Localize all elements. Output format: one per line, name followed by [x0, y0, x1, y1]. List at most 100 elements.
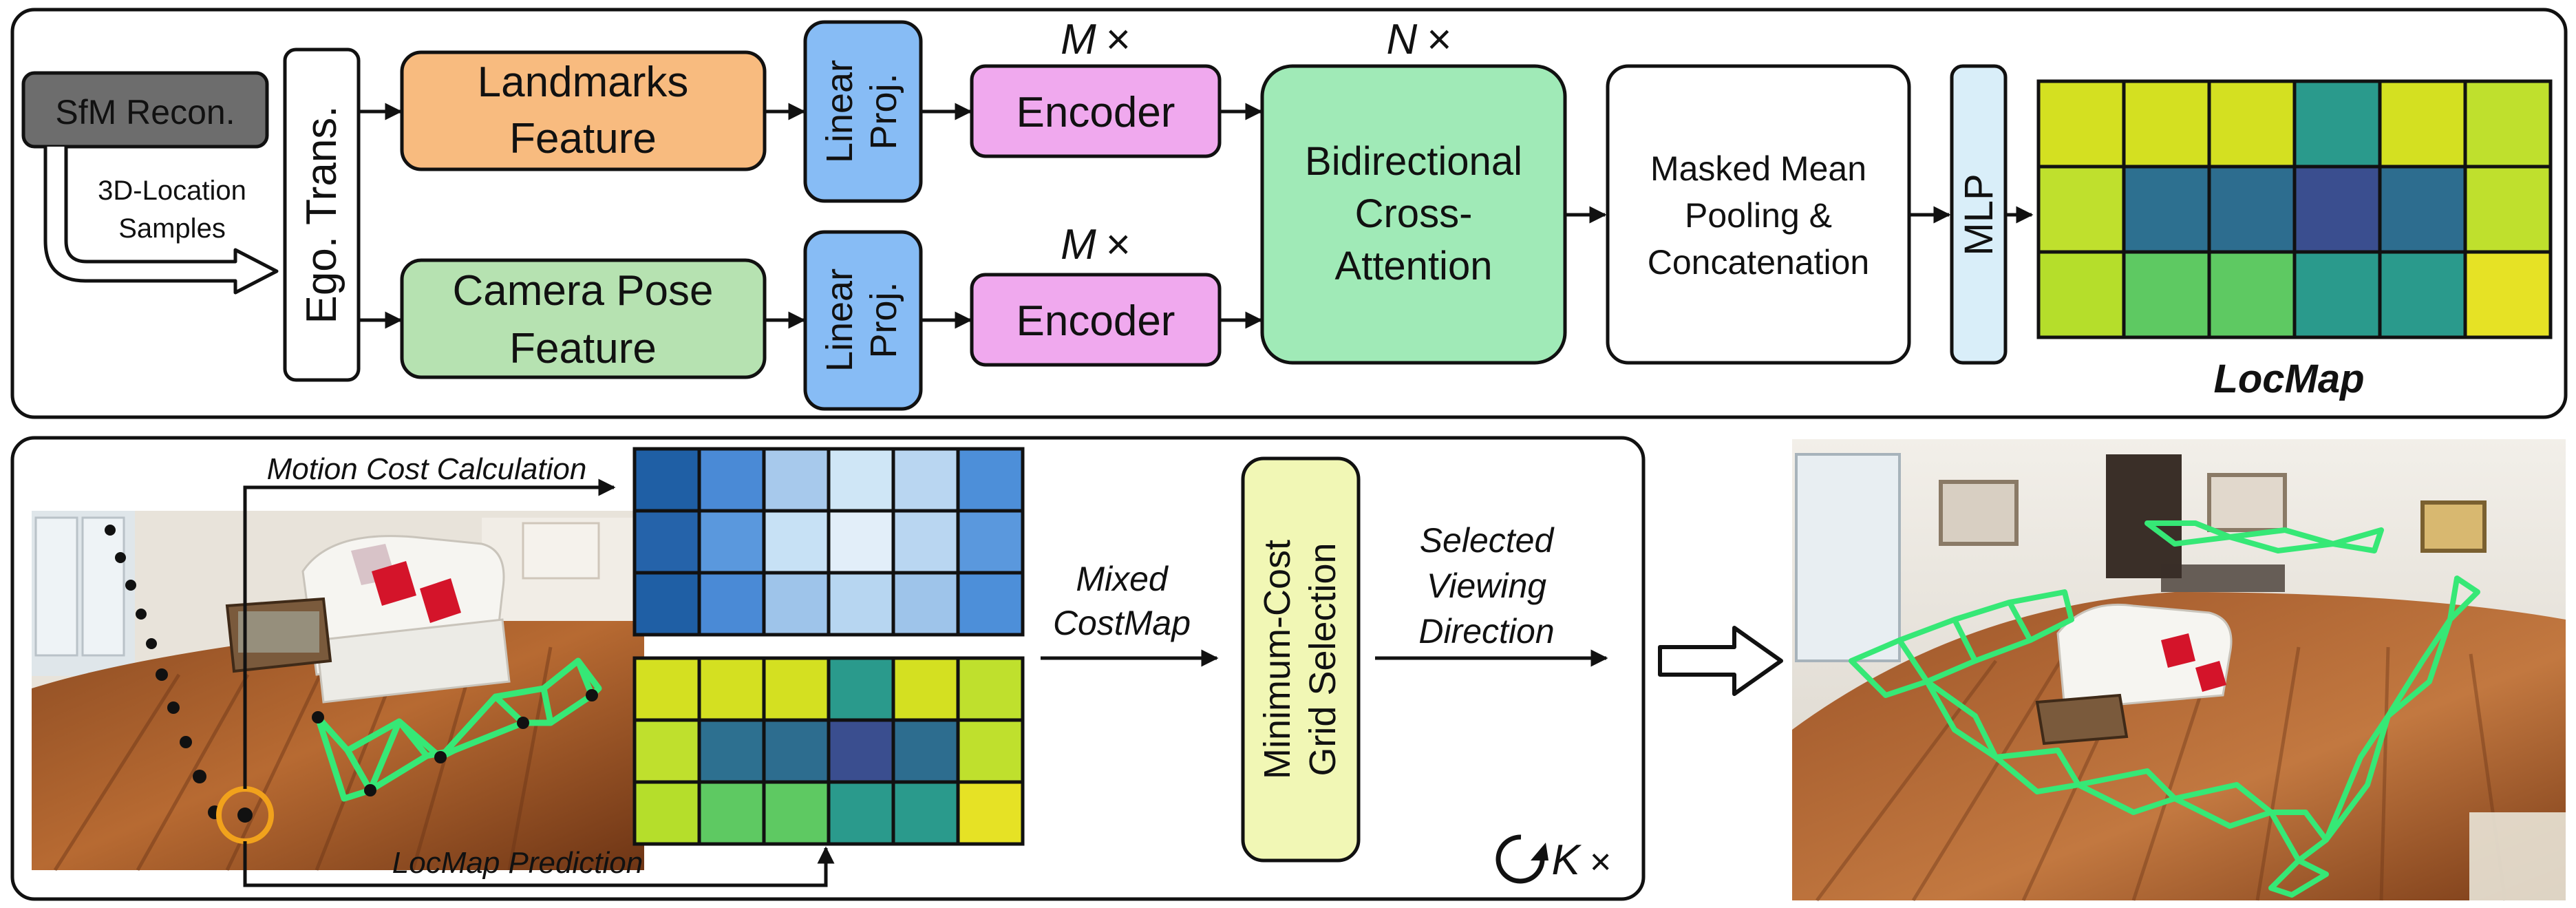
scene-photo-right: [1792, 439, 2566, 902]
locmap-output-cell: [2122, 250, 2211, 339]
motion-cost-cell: [632, 509, 701, 575]
mlp-label: MLP: [1957, 173, 2001, 255]
motion-cost-cell: [956, 509, 1025, 575]
locmap-output-cell: [2036, 250, 2126, 339]
locmap-output-cell: [2463, 79, 2553, 169]
locmap-prediction-cell: [632, 718, 701, 784]
motion-cost-grid: [632, 447, 1025, 637]
motion-cost-cell: [891, 509, 960, 575]
motion-cost-cell: [827, 571, 895, 637]
motion-cost-cell: [762, 571, 831, 637]
mixed-costmap-label-2: CostMap: [1053, 604, 1191, 642]
motion-cost-cell: [762, 509, 831, 575]
bca-label-1: Bidirectional: [1305, 139, 1522, 184]
linear-bottom-label-1: Linear: [819, 268, 860, 372]
selected-label-2: Viewing: [1427, 567, 1546, 605]
locmap-output-cell: [2463, 250, 2553, 339]
n-times: N×: [1387, 16, 1452, 63]
locmap-prediction-cell: [697, 656, 766, 722]
camera-trajectory-right: [1849, 520, 2480, 898]
ego-trans-box: [283, 47, 361, 382]
locmap-prediction-cell: [762, 656, 831, 722]
selected-label-1: Selected: [1420, 521, 1555, 560]
loop-icon: [1495, 834, 1545, 884]
bca-label-3: Attention: [1335, 244, 1493, 288]
linear-bottom-label-2: Proj.: [863, 282, 904, 358]
motion-cost-cell: [827, 509, 895, 575]
m-times-top: M×: [1061, 16, 1131, 63]
locmap-output-cell: [2292, 165, 2382, 254]
minimum-cost-grid-selection-box: [1241, 456, 1361, 863]
motion-cost-label: Motion Cost Calculation: [267, 452, 587, 486]
current-position-dot: [237, 807, 253, 823]
locmap-prediction-cell: [762, 780, 831, 846]
locmap-output-cell: [2036, 79, 2126, 169]
landmarks-label-1: Landmarks: [478, 59, 689, 106]
motion-cost-cell: [891, 571, 960, 637]
motion-cost-connector: [243, 478, 616, 789]
motion-cost-cell: [697, 571, 766, 637]
locmap-output-grid: [2036, 79, 2553, 339]
sfm-recon-label: SfM Recon.: [55, 93, 235, 131]
camera-label-1: Camera Pose: [452, 267, 713, 315]
pooling-label-3: Concatenation: [1648, 243, 1869, 282]
samples-label-1: 3D-Location: [98, 176, 246, 206]
locmap-prediction-cell: [632, 780, 701, 846]
encoder-bottom-label: Encoder: [1016, 297, 1175, 345]
samples-hollow-arrow: [43, 147, 279, 295]
locmap-output-cell: [2378, 79, 2467, 169]
locmap-prediction-cell: [697, 718, 766, 784]
motion-cost-cell: [891, 447, 960, 513]
landmarks-label-2: Feature: [509, 115, 657, 162]
locmap-prediction-connector: [243, 841, 835, 887]
locmap-prediction-cell: [956, 656, 1025, 722]
locmap-output-cell: [2378, 165, 2467, 254]
locmap-prediction-grid: [632, 656, 1025, 846]
locmap-output-cell: [2207, 250, 2297, 339]
mixed-costmap-label-1: Mixed: [1076, 560, 1169, 598]
locmap-prediction-cell: [891, 656, 960, 722]
motion-cost-cell: [697, 509, 766, 575]
locmap-output-cell: [2122, 165, 2211, 254]
locmap-output-cell: [2378, 250, 2467, 339]
k-times: K×: [1552, 836, 1612, 884]
loop-icon-arrowhead: [1531, 843, 1548, 861]
locmap-title: LocMap: [2213, 357, 2364, 401]
pooling-label-1: Masked Mean: [1650, 149, 1866, 188]
scene-photo-left: [32, 511, 644, 872]
locmap-prediction-cell: [697, 780, 766, 846]
pooling-label-2: Pooling &: [1685, 196, 1832, 235]
mincost-label-1: Minimum-Cost: [1257, 540, 1298, 779]
locmap-prediction-cell: [827, 780, 895, 846]
locmap-output-cell: [2207, 79, 2297, 169]
locmap-output-cell: [2122, 79, 2211, 169]
motion-cost-cell: [762, 447, 831, 513]
motion-cost-cell: [956, 571, 1025, 637]
locmap-prediction-cell: [827, 656, 895, 722]
motion-cost-cell: [827, 447, 895, 513]
locmap-prediction-cell: [956, 718, 1025, 784]
locmap-output-cell: [2036, 165, 2126, 254]
motion-cost-cell: [697, 447, 766, 513]
locmap-output-cell: [2292, 250, 2382, 339]
locmap-prediction-cell: [827, 718, 895, 784]
locmap-prediction-cell: [891, 780, 960, 846]
locmap-prediction-cell: [632, 656, 701, 722]
locmap-output-cell: [2463, 165, 2553, 254]
big-hollow-arrow: [1658, 626, 1783, 696]
sfm-recon-box: [21, 71, 269, 149]
locmap-output-cell: [2207, 165, 2297, 254]
camera-label-2: Feature: [509, 325, 657, 372]
trajectory-dots-green-path: [312, 689, 598, 796]
locmap-prediction-cell: [762, 718, 831, 784]
locmap-prediction-cell: [891, 718, 960, 784]
linear-top-label-1: Linear: [819, 60, 860, 163]
bca-label-2: Cross-: [1355, 191, 1473, 236]
encoder-top-label: Encoder: [1016, 89, 1175, 136]
locmap-output-cell: [2292, 79, 2382, 169]
motion-cost-cell: [632, 571, 701, 637]
linear-top-label-2: Proj.: [863, 73, 904, 149]
selected-label-3: Direction: [1418, 612, 1554, 651]
mincost-label-2: Grid Selection: [1302, 542, 1343, 776]
